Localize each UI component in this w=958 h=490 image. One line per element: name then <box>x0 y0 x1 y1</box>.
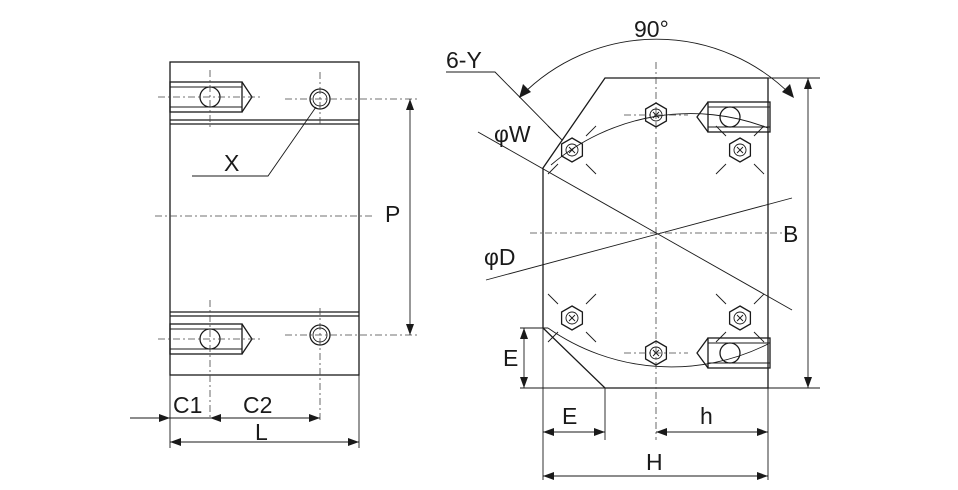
label-phi-d: φD <box>484 244 516 270</box>
phi-w-leader <box>477 131 793 311</box>
label-b: B <box>783 221 798 247</box>
hex-screw-hole <box>547 293 597 343</box>
dimension-l <box>170 438 359 446</box>
label-h-total: H <box>646 449 663 475</box>
label-h-small: h <box>700 403 713 429</box>
dimension-h-total <box>543 472 768 480</box>
label-e-horizontal: E <box>562 403 577 429</box>
bottom-bolt-recess <box>158 300 262 420</box>
dimension-e-vertical <box>520 327 605 389</box>
label-angle: 90° <box>634 16 669 42</box>
side-view-body <box>169 61 360 376</box>
dimension-b <box>768 77 820 389</box>
bottom-tapped-hole <box>285 308 418 420</box>
dimension-p <box>406 99 414 335</box>
label-l: L <box>255 419 268 445</box>
hex-screw-hole <box>624 340 688 366</box>
hole-count-leader <box>446 71 563 141</box>
label-hole-count: 6-Y <box>446 47 482 73</box>
bore-arc <box>550 113 769 166</box>
angle-90-arc <box>519 38 794 98</box>
label-phi-w: φW <box>494 121 531 147</box>
top-tapped-hole <box>285 72 418 126</box>
dimension-c1-c2 <box>130 375 360 448</box>
bolt-recess-bottom-right <box>696 337 771 369</box>
hex-screw-hole <box>624 102 688 128</box>
dimension-e-horizontal <box>542 328 606 480</box>
phi-d-leader <box>485 197 793 281</box>
top-bolt-recess <box>158 70 262 128</box>
hex-screw-hole <box>715 293 765 343</box>
dimension-h-small <box>656 388 769 480</box>
label-x: X <box>224 150 239 176</box>
hex-screw-hole <box>715 125 765 175</box>
label-e-vertical: E <box>503 345 518 371</box>
label-c1: C1 <box>173 392 202 418</box>
front-view: 90° 6-Y φW φD B E <box>446 16 820 480</box>
hex-screw-hole <box>547 125 597 175</box>
label-c2: C2 <box>243 392 272 418</box>
label-p: P <box>385 201 400 227</box>
x-leader <box>192 106 317 177</box>
side-view: X P C1 C2 L <box>130 61 418 448</box>
bolt-recess-top-right <box>696 101 771 133</box>
